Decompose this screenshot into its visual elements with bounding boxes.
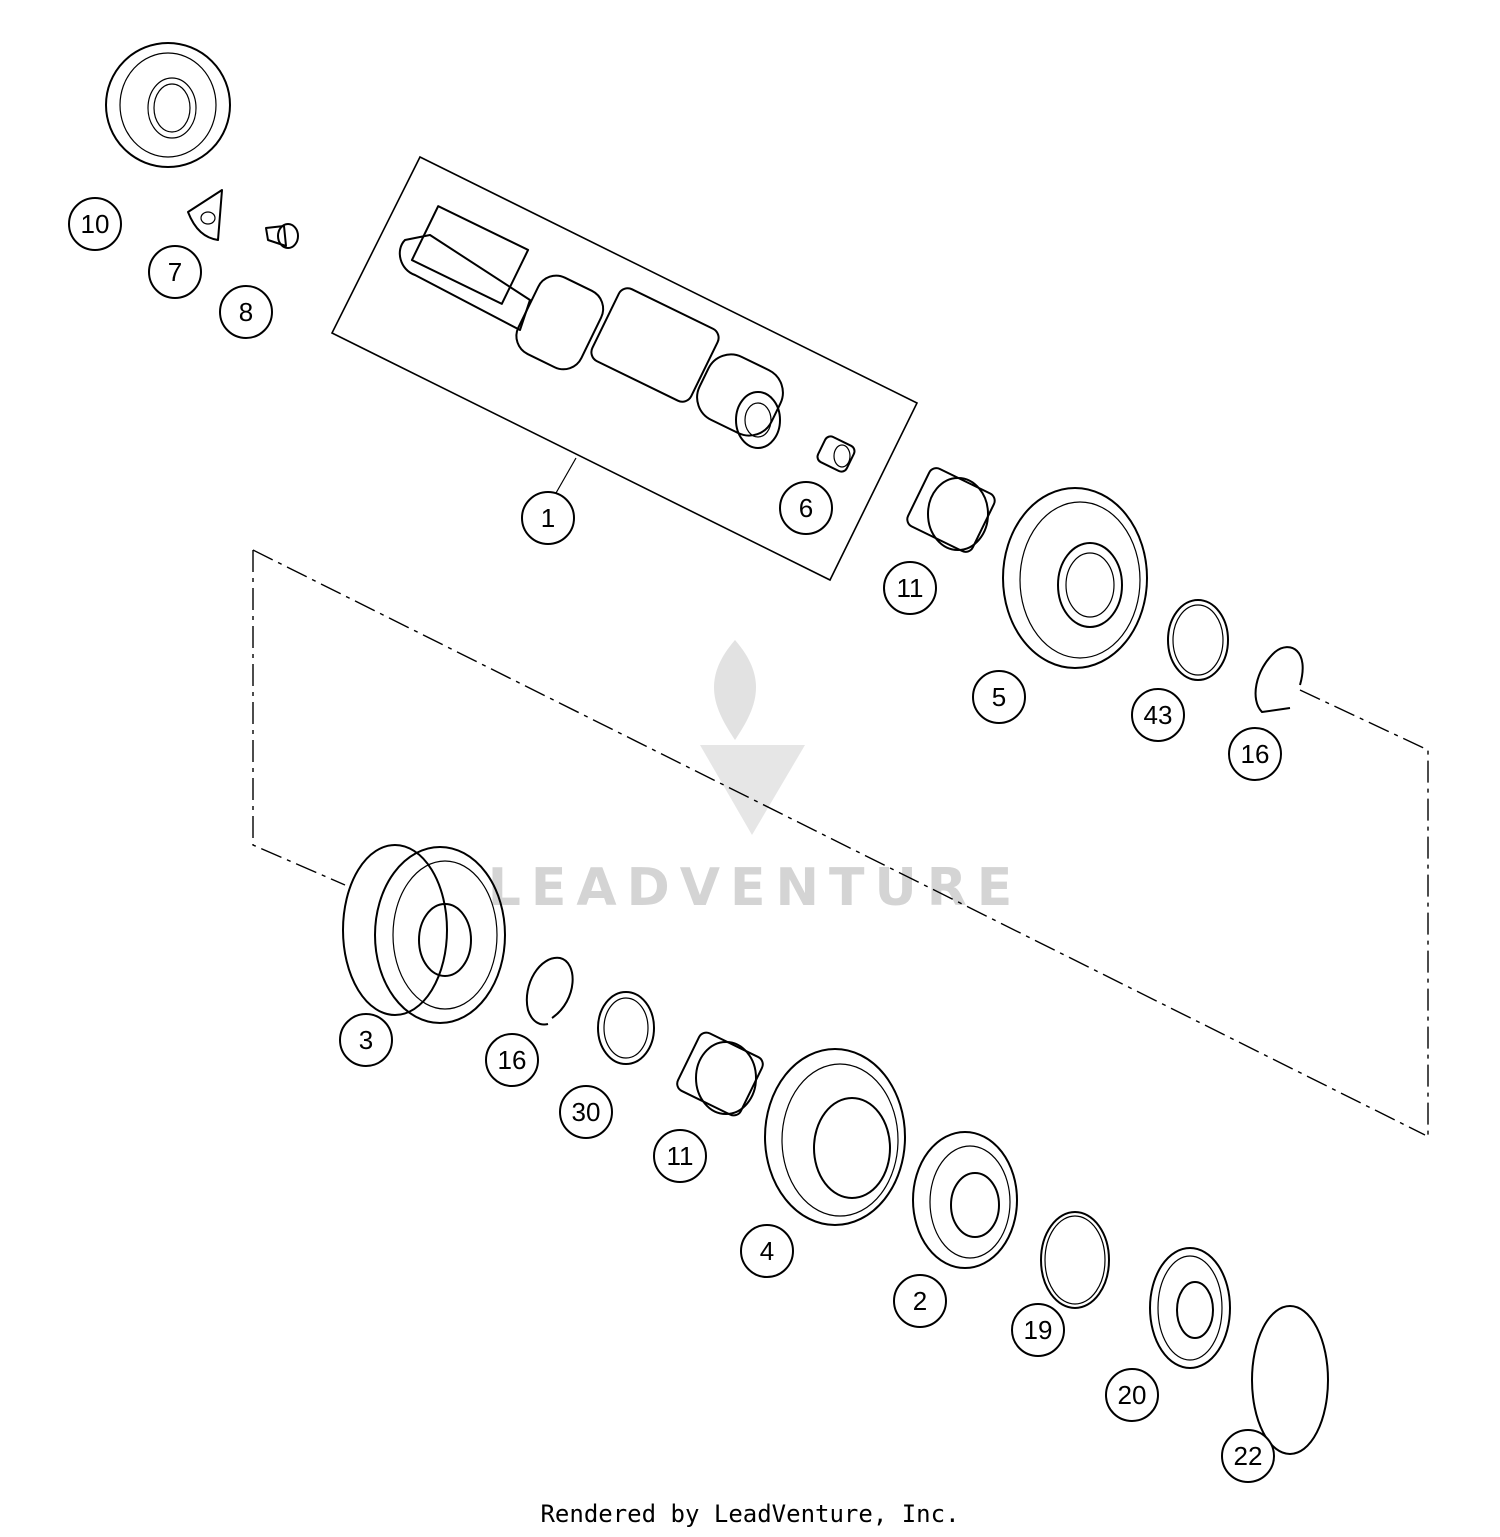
svg-text:16: 16 bbox=[498, 1045, 527, 1075]
callout-20: 20 bbox=[1105, 1368, 1159, 1422]
washer-part-19 bbox=[1040, 1211, 1110, 1309]
circlip-part-16-upper bbox=[1254, 646, 1304, 713]
main-shaft-part-1 bbox=[398, 205, 784, 449]
callout-2: 2 bbox=[893, 1274, 947, 1328]
callout-43: 43 bbox=[1131, 688, 1185, 742]
svg-text:10: 10 bbox=[81, 209, 110, 239]
svg-text:4: 4 bbox=[760, 1236, 774, 1266]
callout-6: 6 bbox=[779, 481, 833, 535]
bushing-part-6 bbox=[816, 435, 856, 473]
callout-5: 5 bbox=[972, 670, 1026, 724]
callout-22: 22 bbox=[1221, 1429, 1275, 1483]
svg-text:11: 11 bbox=[667, 1141, 694, 1171]
circlip-part-16-lower bbox=[525, 956, 574, 1026]
svg-text:6: 6 bbox=[799, 493, 813, 523]
callout-19: 19 bbox=[1011, 1303, 1065, 1357]
svg-text:2: 2 bbox=[913, 1286, 927, 1316]
callout-11-lower: 11 bbox=[653, 1129, 707, 1183]
svg-text:7: 7 bbox=[168, 257, 182, 287]
needle-bearing-part-11-upper bbox=[906, 467, 996, 553]
shim-part-22 bbox=[1251, 1305, 1329, 1455]
callout-16-upper: 16 bbox=[1228, 727, 1282, 781]
svg-text:30: 30 bbox=[572, 1097, 601, 1127]
washer-part-43 bbox=[1167, 599, 1229, 681]
callout-4: 4 bbox=[740, 1224, 794, 1278]
callout-3: 3 bbox=[339, 1013, 393, 1067]
rendered-by-footer: Rendered by LeadVenture, Inc. bbox=[540, 1500, 960, 1528]
callout-1: 1 bbox=[521, 491, 575, 545]
double-gear-part-3 bbox=[342, 844, 506, 1024]
svg-text:22: 22 bbox=[1234, 1441, 1263, 1471]
gear-part-2 bbox=[912, 1131, 1018, 1269]
svg-text:19: 19 bbox=[1024, 1315, 1053, 1345]
shaft-assembly-box bbox=[330, 155, 919, 582]
svg-text:3: 3 bbox=[359, 1025, 373, 1055]
svg-text:20: 20 bbox=[1118, 1380, 1147, 1410]
callout-30: 30 bbox=[559, 1085, 613, 1139]
callout-16-lower: 16 bbox=[485, 1033, 539, 1087]
needle-bearing-part-11-lower bbox=[676, 1031, 764, 1117]
leadventure-watermark: LEADVENTURE bbox=[488, 640, 1023, 918]
ring-part-30 bbox=[597, 991, 655, 1065]
callout-7: 7 bbox=[148, 245, 202, 299]
bearing-part-10 bbox=[105, 42, 231, 168]
svg-text:1: 1 bbox=[541, 503, 555, 533]
gear-part-4 bbox=[764, 1048, 906, 1226]
svg-text:16: 16 bbox=[1241, 739, 1270, 769]
callout-10: 10 bbox=[68, 197, 122, 251]
callout-11-upper: 11 bbox=[883, 561, 937, 615]
svg-text:11: 11 bbox=[897, 573, 924, 603]
callout-8: 8 bbox=[219, 285, 273, 339]
screw-part-8 bbox=[265, 223, 299, 249]
gear-part-5 bbox=[1002, 487, 1148, 669]
svg-text:43: 43 bbox=[1144, 700, 1173, 730]
bearing-part-20 bbox=[1149, 1247, 1231, 1369]
svg-text:5: 5 bbox=[992, 682, 1006, 712]
assembly-guide-lines bbox=[252, 549, 1429, 1138]
lock-plate-part-7 bbox=[187, 189, 223, 241]
watermark-text: LEADVENTURE bbox=[488, 858, 1023, 918]
svg-text:8: 8 bbox=[239, 297, 253, 327]
